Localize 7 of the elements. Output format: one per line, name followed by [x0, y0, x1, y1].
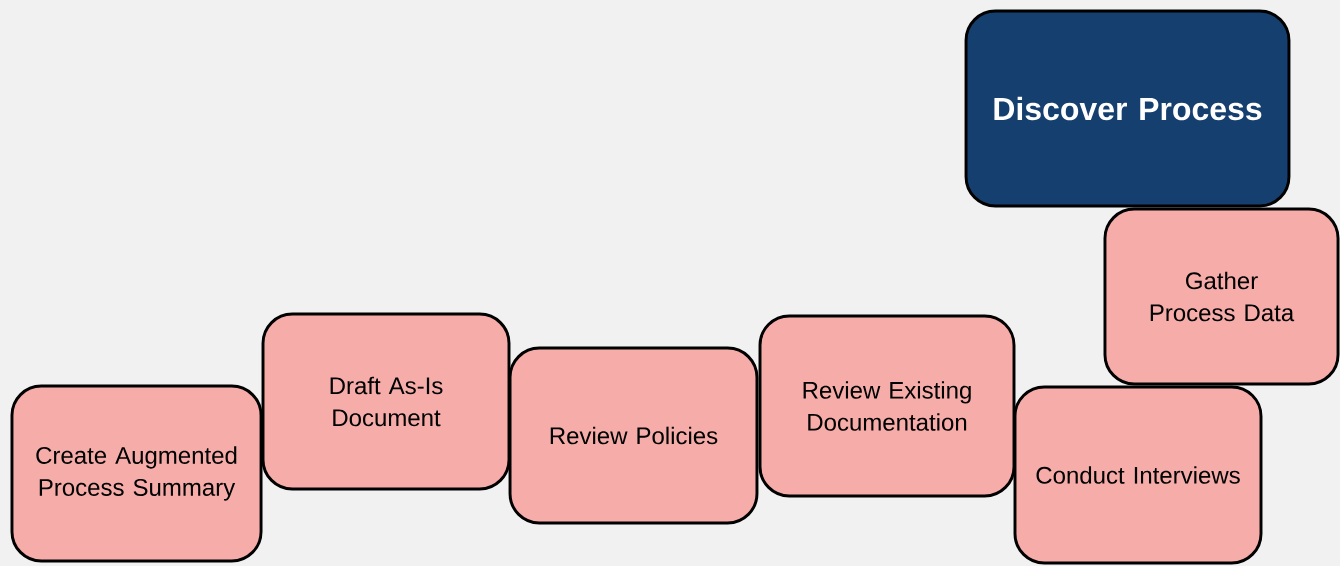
process-box: Create Augmented Process Summary: [10, 384, 263, 563]
process-box: Review Existing Documentation: [758, 314, 1016, 498]
title-box: Discover Process: [964, 9, 1291, 208]
process-box: Conduct Interviews: [1013, 385, 1263, 565]
process-box: Gather Process Data: [1103, 207, 1340, 386]
process-box: Draft As-Is Document: [261, 312, 511, 491]
process-box: Review Policies: [508, 346, 759, 525]
